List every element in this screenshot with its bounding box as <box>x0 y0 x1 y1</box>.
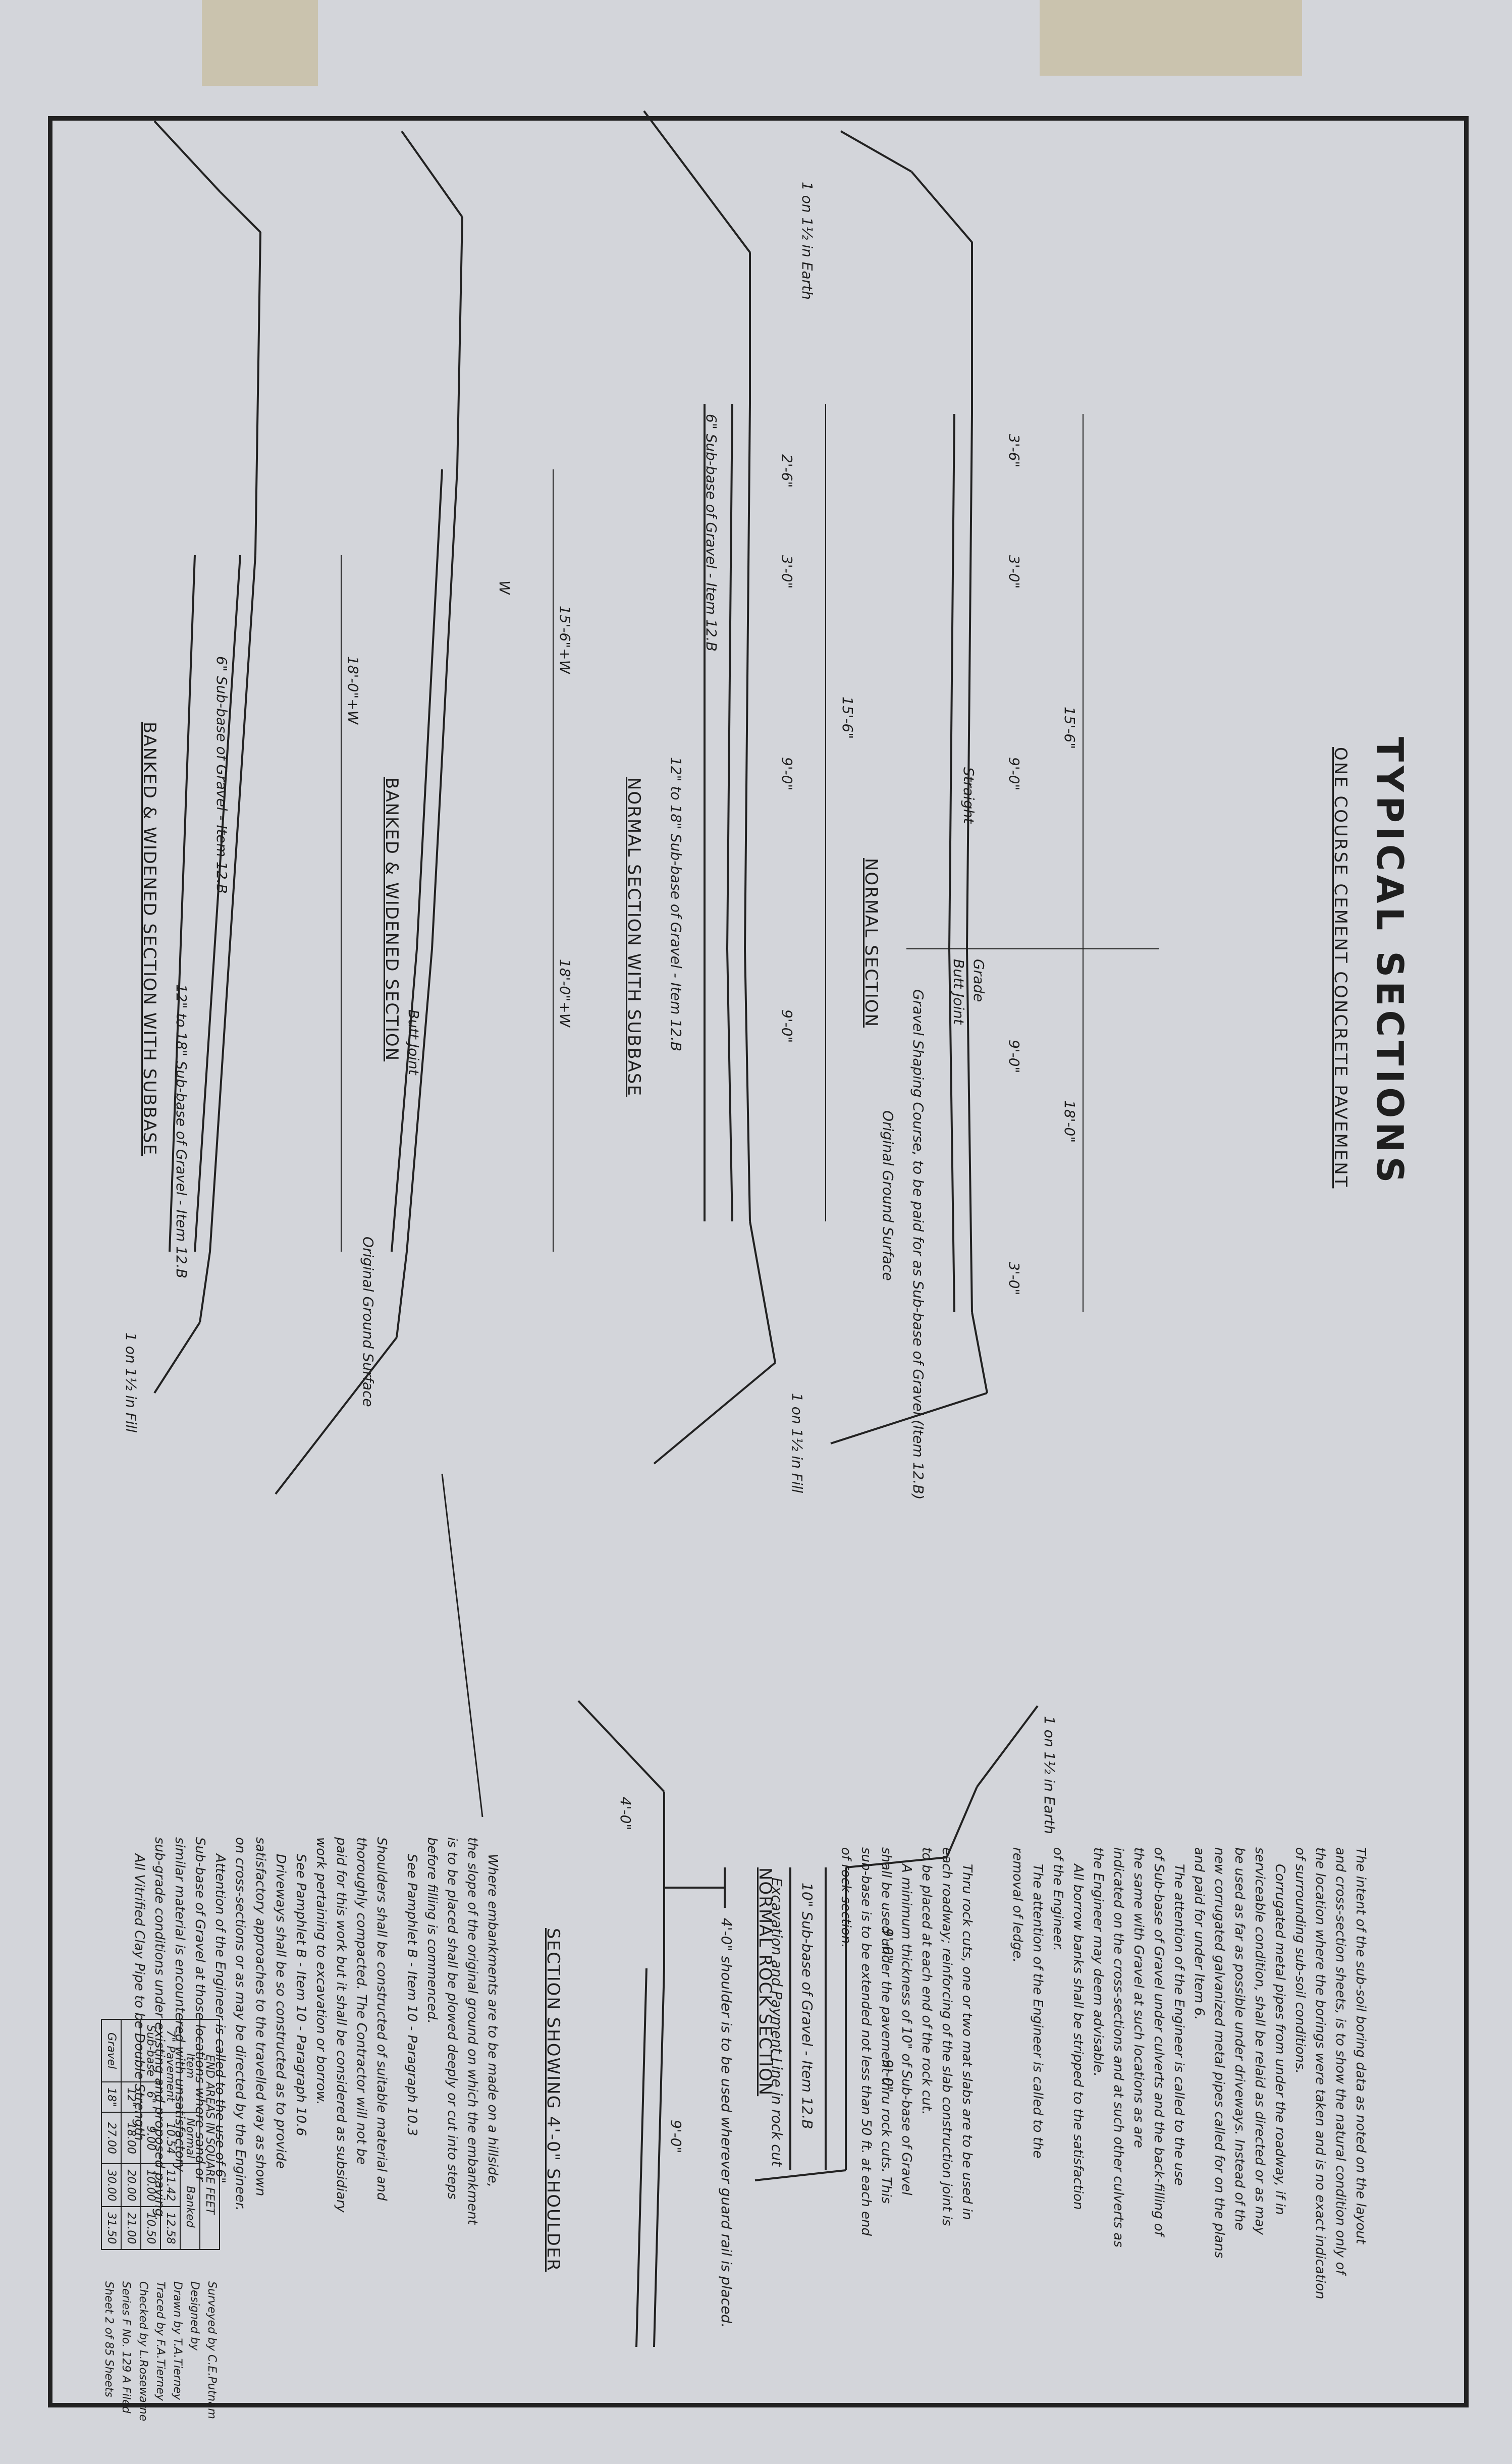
table-cell: 10.00 <box>141 2164 160 2207</box>
table-cell: Gravel <box>101 2019 121 2082</box>
normal-subbase-lines <box>643 110 826 1465</box>
dim-label: 3'-0" <box>779 555 795 589</box>
butt-joint-label: Butt Joint <box>950 959 967 1025</box>
dim-label: 9'-0" <box>1006 757 1022 791</box>
rock-cut-notes: Thru rock cuts, one or two mat slabs are… <box>838 1847 975 2236</box>
dim-label: 2'-6" <box>779 454 795 488</box>
traced-by: Traced by F.A.Tierney <box>154 2281 167 2401</box>
designed-by: Designed by <box>188 2281 201 2351</box>
rock-subbase-label: 10" Sub-base of Gravel - Item 12.B <box>799 1883 816 2129</box>
dim-label: 18'-0"+W <box>557 959 573 1028</box>
fill-slope-label: 1 on 1½ in Fill <box>789 1393 805 1493</box>
subbase-taper-label: 12" to 18" Sub-base of Gravel - Item 12.… <box>668 757 684 1051</box>
title-block: Surveyed by C.E.Putnam Designed by Drawn… <box>100 2281 220 2421</box>
shoulder-section-lines <box>577 1700 726 2347</box>
dim-label: 9'-0" <box>779 1009 795 1043</box>
banked-subbase-title: BANKED & WIDENED SECTION WITH SUBBASE <box>139 722 159 1156</box>
rock-slope-label: 1 on 1½ in Earth <box>1041 1716 1058 1834</box>
checked-by: Checked by L.Rosewarne <box>137 2281 149 2422</box>
table-cell: 20.00 <box>121 2164 141 2207</box>
dim-label: W <box>496 580 513 595</box>
dim-label: 18'-0"+W <box>345 656 361 725</box>
table-cell: 10.50 <box>141 2207 160 2250</box>
table-header: Item <box>180 2019 200 2113</box>
table-cell <box>121 2019 141 2082</box>
table-cell: 21.00 <box>121 2207 141 2250</box>
surveyed-by: Surveyed by C.E.Putnam <box>205 2281 218 2419</box>
banked-subbase-lines <box>153 120 342 1394</box>
table-cell: 7" Pavement <box>160 2019 180 2113</box>
table-cell: 27.00 <box>101 2112 121 2164</box>
dim-label: 18'-0" <box>1061 1100 1078 1143</box>
butt-joint-label: Butt Joint <box>405 1009 422 1075</box>
dim-label: 15'-6" <box>839 697 856 739</box>
sheet-number: Sheet 2 of 85 Sheets <box>102 2281 115 2397</box>
table-cell: 12.58 <box>160 2207 180 2250</box>
gravel-shaping-label: Gravel Shaping Course, to be paid for as… <box>910 989 927 1500</box>
shoulder-section-title: SECTION SHOWING 4'-0" SHOULDER <box>543 1928 563 2272</box>
table-cell: 18.00 <box>121 2112 141 2164</box>
banked-section-title: BANKED & WIDENED SECTION <box>382 777 402 1062</box>
cut-slope-label: 1 on 1½ in Earth <box>799 182 816 300</box>
dim-label: 4'-0" <box>617 1797 634 1831</box>
normal-subbase-title: NORMAL SECTION WITH SUBBASE <box>624 777 644 1097</box>
straight-label: Straight <box>960 767 977 824</box>
dim-label: 9'-0" <box>779 757 795 791</box>
dim-label: 15'-6"+W <box>557 606 573 674</box>
dim-label: 9'-0" <box>668 2120 684 2154</box>
end-areas-table: END AREAS IN SQUARE FEET Item Normal Ban… <box>101 2019 220 2250</box>
table-header: Normal <box>180 2112 200 2164</box>
dim-label: 3'-0" <box>1006 555 1022 589</box>
dim-label: 3'-0" <box>1006 1262 1022 1296</box>
table-cell: 11.42 <box>160 2164 180 2207</box>
subbase-label: 6" Sub-base of Gravel - Item 12.B <box>213 656 230 894</box>
normal-section-lines <box>830 130 1159 1444</box>
guard-rail-note: 4'-0" shoulder is to be used wherever gu… <box>718 1918 735 2328</box>
drawn-by: Drawn by T.A.Tierney <box>171 2281 184 2400</box>
tape-strip <box>1040 0 1302 76</box>
fill-slope-label: 1 on 1½ in Fill <box>123 1332 139 1433</box>
table-cell: 9.00 <box>141 2112 160 2164</box>
rock-section-lines <box>754 1705 1039 2181</box>
tape-strip <box>202 0 318 86</box>
table-cell: 6" <box>141 2082 160 2113</box>
original-ground-label: Original Ground Surface <box>880 1110 896 1281</box>
grade-label: Grade <box>970 959 987 1002</box>
end-areas-table-wrap: END AREAS IN SQUARE FEET Item Normal Ban… <box>101 2019 220 2250</box>
excavation-line-label: Excavation and Payment Line in rock cut <box>769 1878 785 2167</box>
table-row: 12" 18.00 20.00 21.00 <box>121 2019 141 2250</box>
banked-section-lines <box>275 130 554 1495</box>
table-cell: 30.00 <box>101 2164 121 2207</box>
subbase-taper-label: 12" to 18" Sub-base of Gravel - Item 12.… <box>173 984 190 1278</box>
original-ground-label: Original Ground Surface <box>360 1237 376 1407</box>
table-cell: Sub-base <box>141 2019 160 2082</box>
end-areas-title: END AREAS IN SQUARE FEET <box>200 2019 220 2250</box>
normal-section-title: NORMAL SECTION <box>861 858 881 1028</box>
table-row: 7" Pavement 10.54 11.42 12.58 <box>160 2019 180 2250</box>
table-cell: 10.54 <box>160 2112 180 2164</box>
subbase-label: 6" Sub-base of Gravel - Item 12.B <box>703 414 720 652</box>
table-header: Banked <box>180 2164 200 2250</box>
embankment-notes: Where embankments are to be made on a hi… <box>404 1837 500 2225</box>
table-cell: 18" <box>101 2082 121 2113</box>
dim-label: 3'-6" <box>1006 434 1022 468</box>
general-notes-1: The intent of the sub-soil boring data a… <box>1010 1847 1368 2299</box>
table-cell: 31.50 <box>101 2207 121 2250</box>
border-frame <box>48 116 1469 2407</box>
table-cell: 12" <box>121 2082 141 2113</box>
series-number: Series F No. 129 A Filed <box>120 2281 132 2414</box>
table-row: Sub-base 6" 9.00 10.00 10.50 <box>141 2019 160 2250</box>
table-row: Gravel 18" 27.00 30.00 31.50 <box>101 2019 121 2250</box>
dim-label: 15'-6" <box>1061 707 1078 749</box>
dim-label: 9'-0" <box>1006 1040 1022 1074</box>
